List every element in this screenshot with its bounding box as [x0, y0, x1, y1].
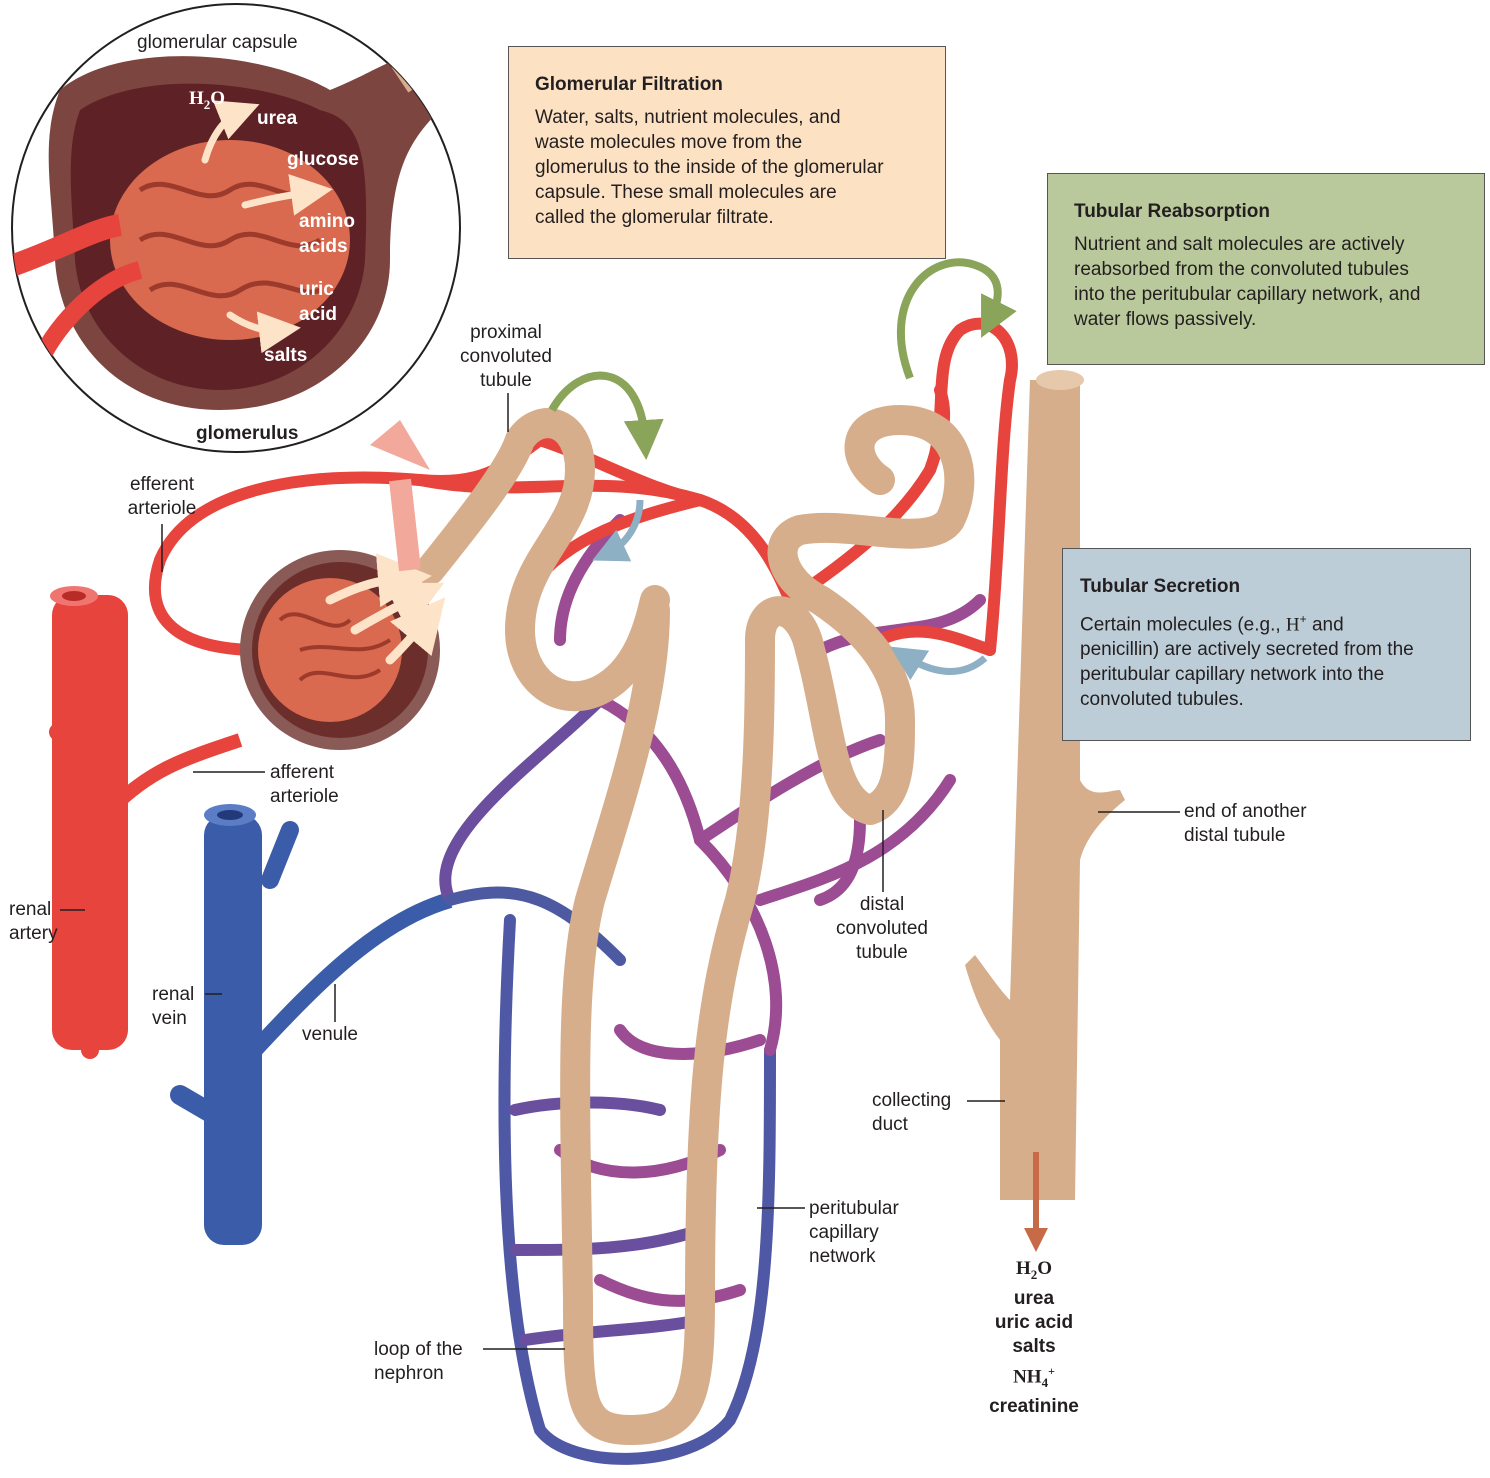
filtrate-arrow-head [370, 420, 430, 470]
inset-urea-label: urea [257, 106, 297, 131]
inset-amino-acids-label: amino acids [299, 209, 355, 259]
urine-urea: urea [960, 1287, 1108, 1311]
glomerular-capsule-label: glomerular capsule [137, 31, 298, 55]
end-of-another-distal-tubule-label: end of another distal tubule [1184, 800, 1307, 848]
urine-creatinine: creatinine [960, 1395, 1108, 1419]
tubular-reabsorption-text: Nutrient and salt molecules are actively… [1074, 232, 1464, 332]
renal-vein-label: renal vein [152, 983, 194, 1031]
glomerular-filtration-text: Water, salts, nutrient molecules, and wa… [535, 105, 925, 230]
glomerular-filtration-title: Glomerular Filtration [535, 73, 925, 97]
tubular-secretion-box: Tubular Secretion Certain molecules (e.g… [1062, 548, 1471, 741]
filtrate-direction-arrow [400, 480, 410, 570]
inset-glomerulus [0, 4, 460, 452]
tubular-secretion-title: Tubular Secretion [1080, 575, 1450, 599]
tubular-reabsorption-title: Tubular Reabsorption [1074, 200, 1464, 224]
peritubular-network-label: peritubular capillary network [809, 1197, 899, 1269]
distal-tubule-label: distal convoluted tubule [826, 893, 938, 965]
inset-water-label: H2O [189, 86, 225, 117]
urine-composition-list: H2O urea uric acid salts NH4+ creatinine [960, 1257, 1108, 1419]
inset-uric-acid-label: uric acid [299, 277, 337, 327]
efferent-arteriole-label: efferent arteriole [116, 473, 208, 521]
loop-of-nephron-label: loop of the nephron [374, 1338, 463, 1386]
urine-water: H2O [960, 1257, 1108, 1287]
venule-label: venule [302, 1023, 358, 1047]
urine-salts: salts [960, 1335, 1108, 1359]
secretion-arrow-distal [905, 656, 985, 671]
collecting-duct [965, 370, 1125, 1200]
collecting-duct-label: collecting duct [872, 1089, 951, 1137]
urine-uric-acid: uric acid [960, 1311, 1108, 1335]
glomerular-filtration-box: Glomerular Filtration Water, salts, nutr… [508, 46, 946, 259]
inset-salts-label: salts [264, 343, 307, 368]
inset-glucose-label: glucose [287, 147, 359, 172]
proximal-tubule-label: proximal convoluted tubule [448, 321, 564, 393]
urine-ammonium: NH4+ [960, 1359, 1108, 1395]
tubular-secretion-text: Certain molecules (e.g., H+ and penicill… [1080, 607, 1450, 712]
afferent-arteriole-label: afferent arteriole [270, 761, 339, 809]
glomerulus-small [240, 550, 440, 750]
renal-artery-label: renal artery [9, 898, 58, 946]
tubular-reabsorption-box: Tubular Reabsorption Nutrient and salt m… [1047, 173, 1485, 365]
glomerulus-label: glomerulus [196, 422, 298, 446]
